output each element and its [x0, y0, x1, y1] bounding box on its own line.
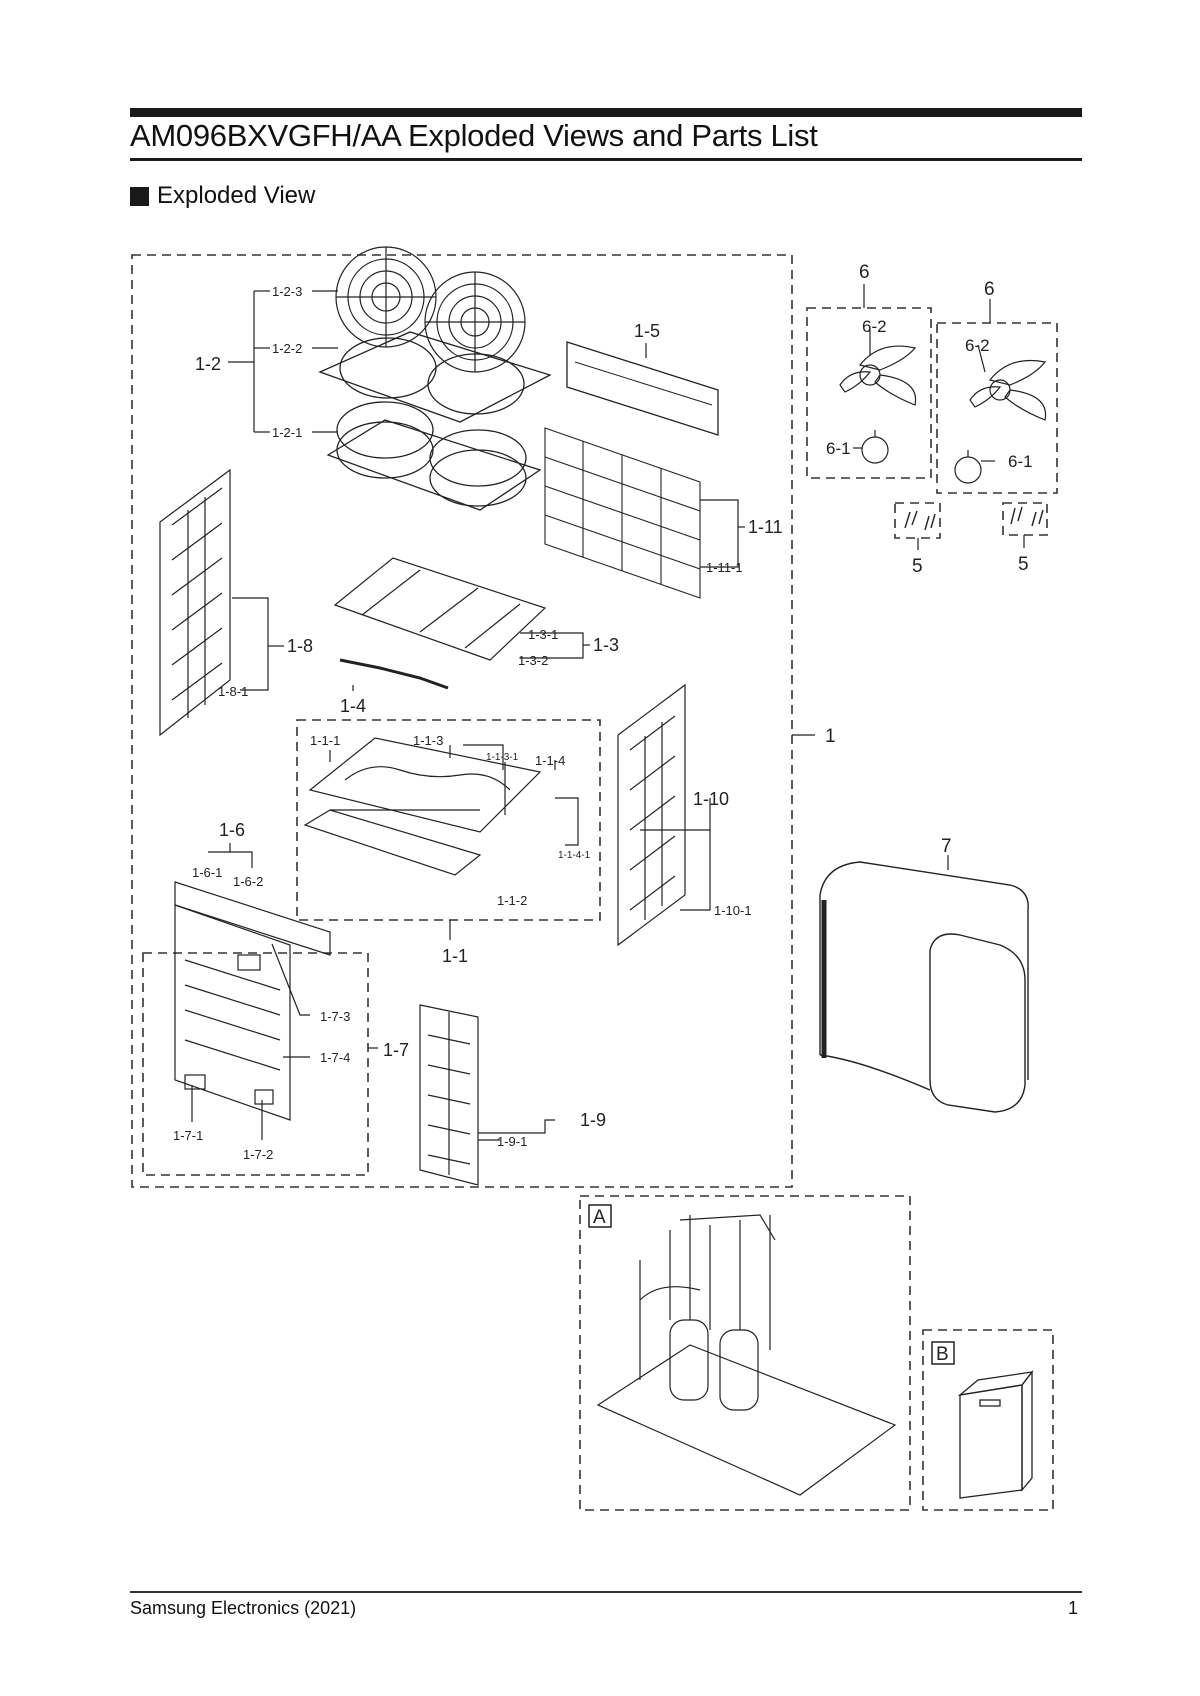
front-panel-1-7: [174, 881, 331, 1121]
assembly-1-1-box: [296, 719, 601, 921]
assembly-b-box: [922, 1329, 1054, 1511]
label-1-3-1: 1-3-1: [528, 627, 558, 642]
marker-b-frame: [931, 1341, 955, 1365]
fan-guard-1-2-3: [335, 246, 526, 373]
label-6-left: 6: [859, 262, 870, 283]
label-6-2-left: 6-2: [862, 317, 887, 336]
service-panel-1-9: [419, 1004, 479, 1186]
side-panel-1-8: [159, 468, 231, 737]
label-6-2-right: 6-2: [965, 336, 990, 355]
part-5-right: [1010, 506, 1044, 527]
motor-6-1-right: [954, 450, 982, 484]
label-1-1-4-1: 1-1-4-1: [558, 850, 591, 861]
leader-lines: [191, 284, 1025, 1141]
fan-6-box-left: [806, 307, 932, 479]
fan-6-box-right: [936, 322, 1058, 494]
panel-1-5: [566, 341, 719, 436]
label-1-8: 1-8: [287, 636, 313, 656]
callout-labels: 1-2-3 1-2-2 1-2-1 1-2 1-5 1-11 1-11-1 1-…: [173, 262, 1033, 1162]
label-1-2-3: 1-2-3: [272, 284, 302, 299]
panel-1-5-slot: [574, 361, 713, 406]
label-1-1-1: 1-1-1: [310, 733, 340, 748]
label-1-10: 1-10: [693, 789, 729, 809]
section-title: Exploded View: [157, 182, 316, 209]
fan-6-2-left: [839, 345, 917, 406]
motor-6-1-left: [861, 430, 889, 464]
side-panel-1-10: [617, 683, 686, 947]
part-5-box-left: [894, 502, 941, 539]
label-1-1-3: 1-1-3: [413, 733, 443, 748]
label-7: 7: [941, 836, 952, 857]
label-1-7: 1-7: [383, 1040, 409, 1060]
label-1-7-2: 1-7-2: [243, 1147, 273, 1162]
assembly-1-7-box: [142, 952, 369, 1176]
fan-6-2-right: [969, 359, 1047, 421]
page-title: AM096BXVGFH/AA Exploded Views and Parts …: [130, 118, 818, 153]
label-1-1-2: 1-1-2: [497, 893, 527, 908]
page-number: 1: [1067, 1598, 1078, 1618]
marker-a-label: A: [593, 1207, 606, 1228]
label-1: 1: [825, 726, 836, 747]
label-1-6-1: 1-6-1: [192, 865, 222, 880]
grille-1-11: [544, 427, 701, 599]
label-1-6: 1-6: [219, 820, 245, 840]
label-1-9-1: 1-9-1: [497, 1134, 527, 1149]
label-1-2-2: 1-2-2: [272, 341, 302, 356]
label-1-11: 1-11: [748, 517, 783, 537]
label-1-3: 1-3: [593, 635, 619, 655]
marker-a-frame: [588, 1204, 612, 1228]
title-rule-bottom: [130, 158, 1082, 161]
label-1-10-1: 1-10-1: [714, 903, 752, 918]
footer-rule: [130, 1591, 1082, 1593]
part-5-left: [904, 510, 936, 531]
assembly-a-illustration: [596, 1214, 897, 1496]
heat-exchanger-7: [819, 861, 1029, 1113]
footer-company: Samsung Electronics (2021): [130, 1598, 357, 1618]
marker-b-label: B: [936, 1344, 949, 1365]
label-1-7-1: 1-7-1: [173, 1128, 203, 1143]
label-6-right: 6: [984, 279, 995, 300]
label-1-11-1: 1-11-1: [706, 560, 743, 575]
part-5-box-right: [1002, 502, 1048, 536]
label-6-1-right: 6-1: [1008, 452, 1033, 471]
assembly-1-box: [131, 254, 793, 1188]
label-1-6-2: 1-6-2: [233, 874, 263, 889]
top-plate-1-2-2: [318, 331, 552, 423]
square-bullet-icon: [130, 186, 149, 206]
control-box-b: [957, 1370, 1034, 1499]
bracket-1-4: [339, 658, 449, 690]
base-1-1: [303, 737, 542, 876]
label-1-2: 1-2: [195, 354, 221, 374]
title-rule-top: [130, 108, 1082, 117]
label-1-2-1: 1-2-1: [272, 425, 302, 440]
frame-1-3: [333, 557, 547, 661]
assembly-a-box: [579, 1195, 911, 1511]
shroud-1-2-1: [326, 401, 542, 511]
label-5-left: 5: [912, 556, 923, 577]
label-1-3-2: 1-3-2: [518, 653, 548, 668]
label-1-7-3: 1-7-3: [320, 1009, 350, 1024]
label-1-1-4: 1-1-4: [535, 753, 565, 768]
label-1-9: 1-9: [580, 1110, 606, 1130]
label-1-1: 1-1: [442, 946, 468, 966]
label-6-1-left: 6-1: [826, 439, 851, 458]
label-1-8-1: 1-8-1: [218, 684, 248, 699]
label-1-7-4: 1-7-4: [320, 1050, 350, 1065]
label-1-5: 1-5: [634, 321, 660, 341]
section-heading: Exploded View: [130, 182, 315, 210]
label-5-right: 5: [1018, 554, 1029, 575]
label-1-1-3-1: 1-1-3-1: [486, 752, 519, 763]
label-1-4: 1-4: [340, 696, 366, 716]
